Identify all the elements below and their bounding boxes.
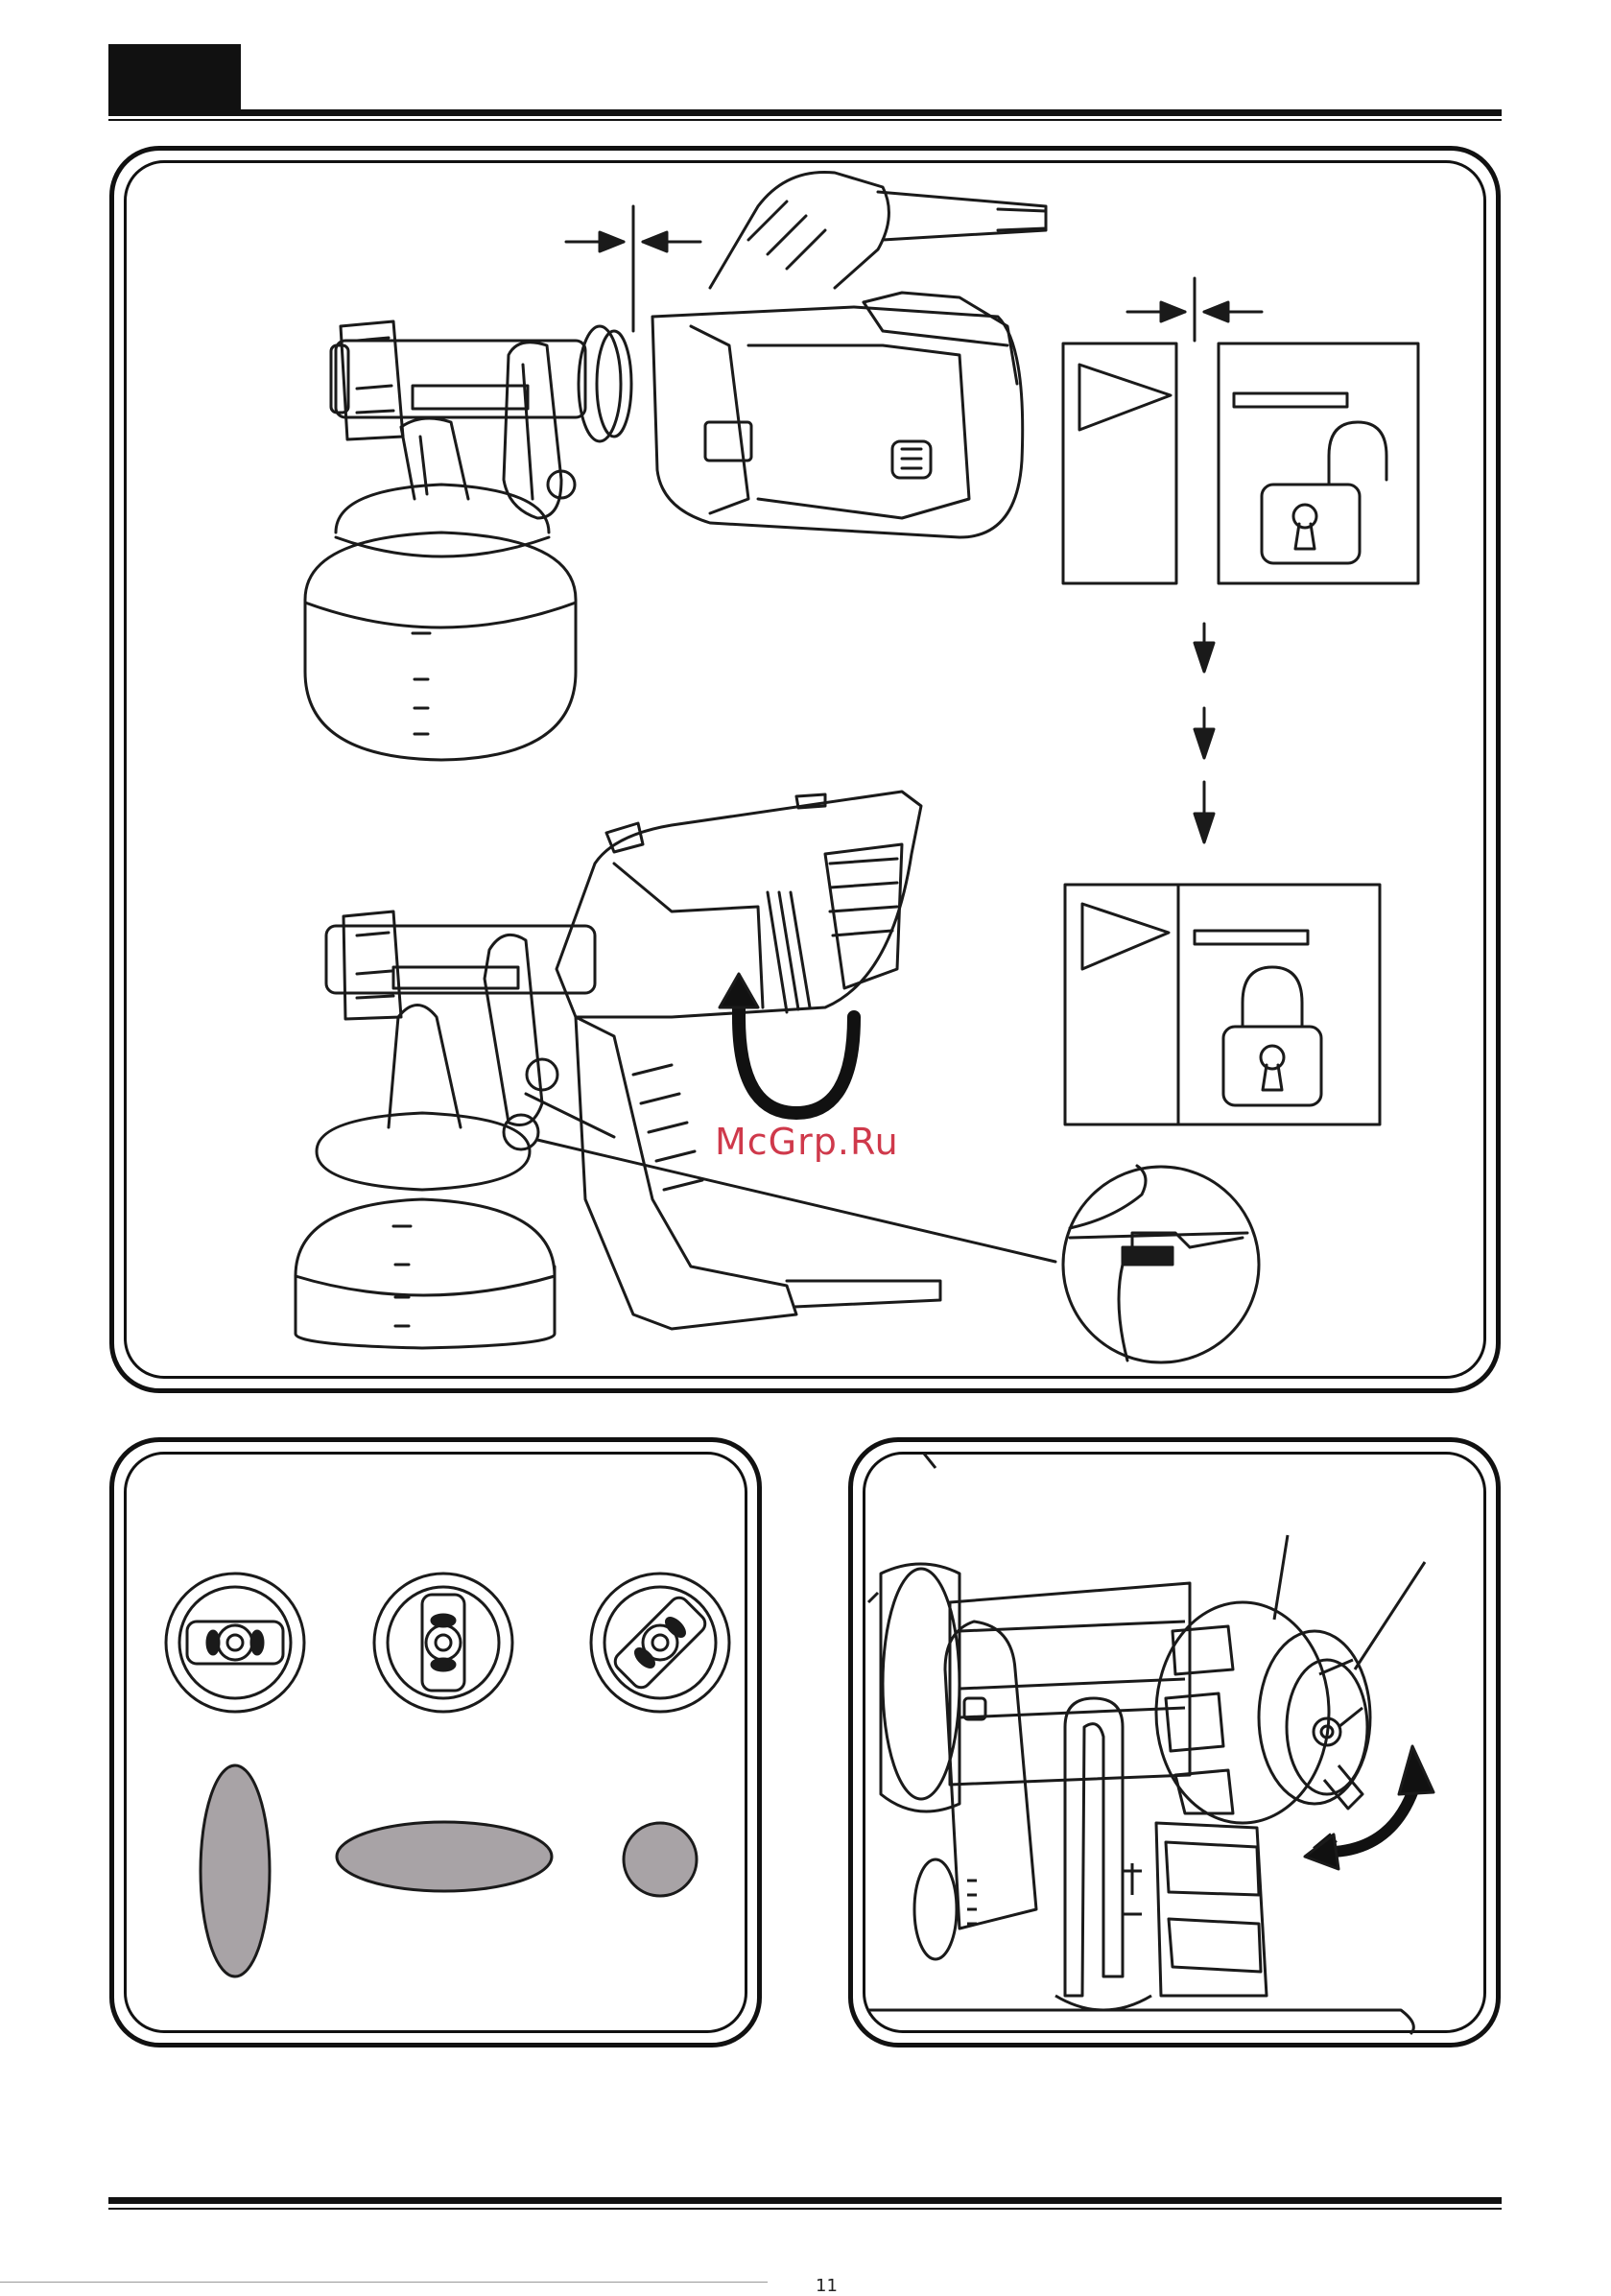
footer-rule-thin bbox=[108, 2208, 1502, 2210]
footer-rule-thick bbox=[108, 2197, 1502, 2204]
footer-hairline bbox=[0, 2282, 768, 2283]
rotate-arrow-icon bbox=[1305, 1746, 1433, 1869]
page-number: 11 bbox=[816, 2276, 838, 2296]
